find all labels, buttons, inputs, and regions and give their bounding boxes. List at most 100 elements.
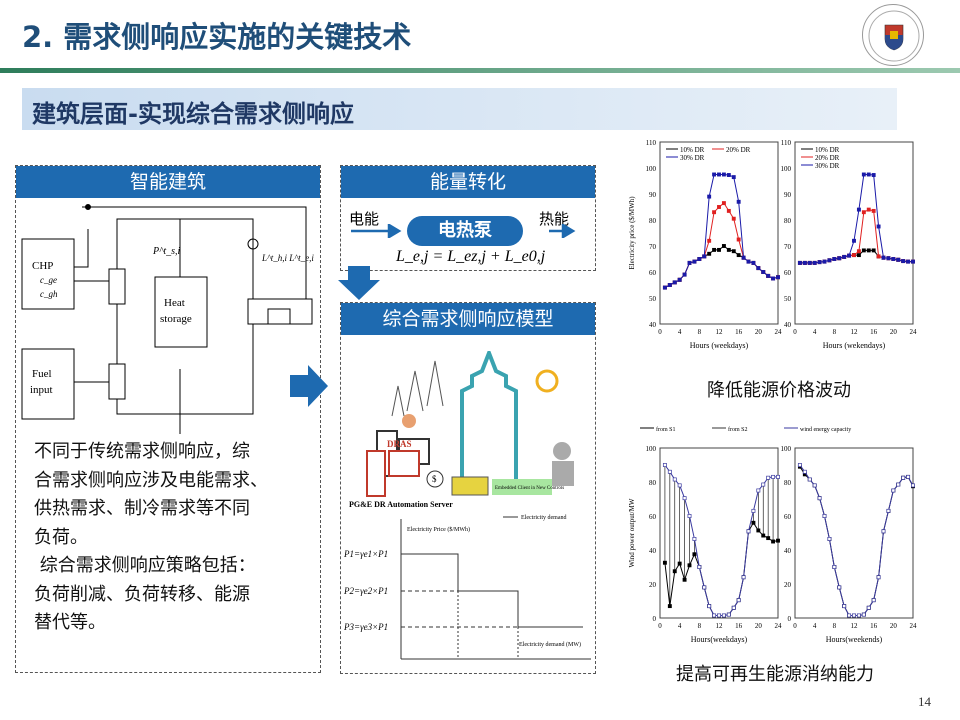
data-point	[667, 469, 672, 474]
series-line	[664, 202, 779, 289]
data-point	[687, 563, 692, 568]
data-point	[746, 529, 751, 534]
data-point	[911, 483, 915, 488]
plot-frame	[659, 141, 779, 325]
series-line	[664, 174, 779, 289]
y-tick-label: 100	[781, 165, 792, 173]
data-point	[746, 259, 751, 264]
data-point	[682, 272, 687, 277]
data-point	[906, 259, 911, 264]
x-tick-label: 4	[678, 622, 682, 630]
y-tick-label: 60	[784, 513, 792, 521]
data-point	[677, 561, 682, 566]
data-point	[776, 474, 780, 479]
x-tick-label: 0	[658, 622, 662, 630]
text-line: 综合需求侧响应策略包括：	[34, 555, 256, 576]
data-point	[687, 260, 692, 265]
data-point	[736, 253, 741, 258]
x-tick-label: 0	[793, 328, 797, 336]
l-label: L^t_h,i L^t_e,i	[261, 253, 314, 263]
series-line	[799, 249, 913, 264]
data-point	[886, 508, 891, 513]
down-arrow-icon	[338, 266, 380, 300]
text-line: 不同于传统需求侧响应，综	[34, 441, 250, 462]
data-point	[797, 260, 802, 265]
data-point	[797, 463, 802, 467]
data-point	[842, 254, 847, 259]
x-tick-label: 8	[698, 622, 702, 630]
data-point	[677, 277, 682, 282]
y-tick-label: 90	[649, 191, 657, 199]
x-tick-label: 8	[698, 328, 702, 336]
data-point	[712, 613, 717, 618]
data-point	[876, 254, 881, 259]
section-subtitle: 建筑层面-实现综合需求侧响应	[22, 88, 897, 130]
data-point	[861, 210, 866, 215]
smart-building-header: 智能建筑	[16, 166, 320, 198]
step-legend: Electricity demand	[521, 515, 566, 521]
data-point	[856, 613, 861, 618]
x-tick-label: 0	[793, 622, 797, 630]
p-label: P^t_s,i	[152, 246, 180, 257]
data-point	[771, 474, 776, 479]
data-point	[881, 255, 886, 260]
data-point	[731, 605, 736, 610]
data-point	[667, 283, 672, 287]
data-point	[721, 201, 726, 206]
data-point	[717, 247, 721, 252]
data-point	[871, 598, 876, 603]
data-point	[837, 585, 842, 590]
text-line: 负荷削减、负荷转移、能源	[34, 583, 250, 605]
data-point	[697, 565, 702, 569]
y-tick-label: 70	[649, 243, 657, 251]
legend-label: from S2	[728, 426, 748, 433]
y-tick-label: 80	[784, 217, 792, 225]
data-point	[802, 469, 807, 474]
data-point	[886, 256, 891, 261]
data-point	[852, 238, 856, 243]
series-line	[799, 464, 914, 616]
heat-label: Heat	[164, 297, 185, 309]
legend-label: 20% DR	[726, 146, 751, 154]
y-tick-label: 50	[784, 295, 792, 303]
series-line	[664, 464, 778, 616]
data-point	[677, 483, 682, 488]
data-point	[852, 613, 856, 618]
input-label: input	[30, 384, 53, 396]
flow-arrows-icon	[351, 224, 576, 238]
y-tick-label: 90	[784, 191, 792, 199]
x-tick-label: 24	[910, 622, 918, 630]
data-point	[731, 216, 736, 221]
y-axis-label: Electricity price ($/MWh)	[628, 196, 636, 270]
data-point	[817, 260, 822, 265]
data-point	[807, 477, 812, 482]
legend-label: 10% DR	[815, 146, 840, 154]
data-point	[861, 172, 866, 177]
y-tick-label: 110	[646, 139, 657, 147]
title-divider	[0, 68, 960, 73]
client-label: Embedded Client in New Controls	[495, 486, 564, 491]
demand-response-model-panel: 综合需求侧响应模型 DRAS PG&E DR Automation Server…	[340, 302, 596, 674]
university-logo	[862, 4, 924, 66]
data-point	[712, 247, 717, 252]
data-point	[672, 569, 677, 574]
x-tick-label: 24	[910, 328, 918, 336]
data-point	[667, 604, 672, 609]
data-point	[726, 173, 731, 177]
data-point	[751, 260, 756, 265]
data-point	[832, 257, 837, 261]
data-point	[702, 254, 707, 259]
y-tick-label: 40	[649, 321, 657, 329]
data-point	[827, 537, 832, 541]
fuel-label: Fuel	[32, 368, 52, 380]
x-tick-label: 20	[755, 328, 763, 336]
data-point	[776, 275, 780, 280]
y-tick-label: 100	[781, 445, 792, 453]
series-line	[664, 245, 779, 289]
y-tick-label: 40	[649, 547, 657, 555]
x-tick-label: 4	[813, 328, 817, 336]
data-point	[672, 280, 677, 285]
data-point	[866, 605, 871, 610]
y-tick-label: 60	[649, 269, 657, 277]
data-point	[692, 259, 697, 264]
